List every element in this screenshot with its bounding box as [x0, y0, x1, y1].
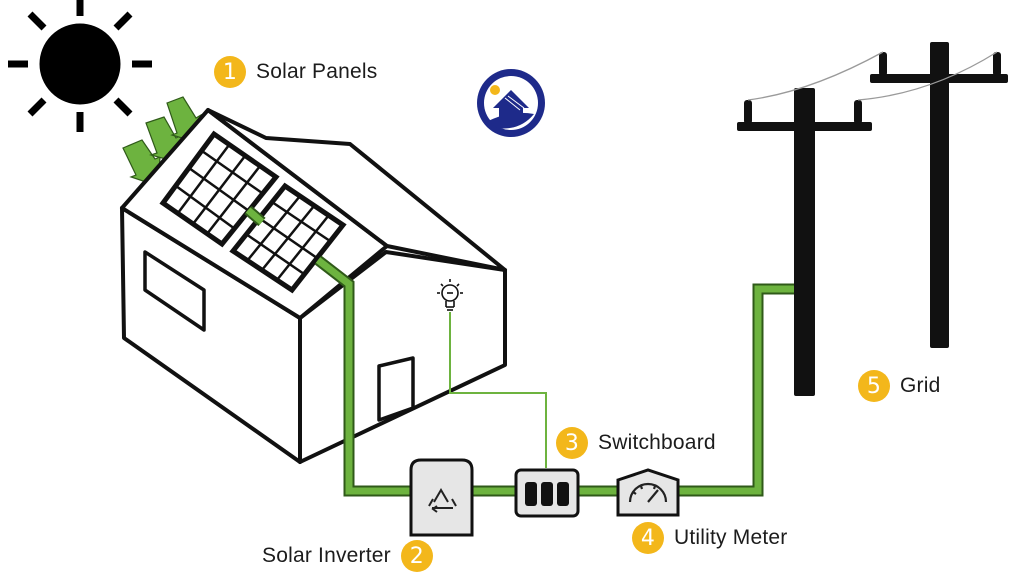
- label-text: Grid: [900, 374, 941, 397]
- solar-panel-array: [159, 130, 347, 294]
- lightbulb-icon: [437, 279, 463, 311]
- label-text: Solar Inverter: [262, 544, 391, 567]
- label-solar-panels: 1 Solar Panels: [214, 56, 377, 88]
- label-solar-inverter: Solar Inverter 2: [262, 540, 433, 572]
- utility-pole-back: [870, 42, 1008, 348]
- label-text: Utility Meter: [674, 526, 788, 549]
- label-text: Switchboard: [598, 431, 716, 454]
- solar-inverter: [409, 458, 474, 537]
- number-badge: 5: [858, 370, 890, 402]
- house-door: [377, 356, 415, 422]
- utility-meter: [616, 468, 680, 517]
- number-badge: 1: [214, 56, 246, 88]
- house-logo-icon: [477, 69, 545, 137]
- number-badge: 3: [556, 427, 588, 459]
- power-lines: [747, 51, 998, 101]
- label-text: Solar Panels: [256, 60, 378, 83]
- recycle-icon: [428, 488, 457, 513]
- number-badge: 4: [632, 522, 664, 554]
- gauge-icon: [628, 482, 668, 503]
- label-grid: 5 Grid: [858, 370, 940, 402]
- label-utility-meter: 4 Utility Meter: [632, 522, 787, 554]
- label-switchboard: 3 Switchboard: [556, 427, 716, 459]
- house-window: [143, 250, 206, 332]
- utility-pole-front: [737, 88, 872, 396]
- wiring: [244, 205, 796, 497]
- house-roof-right: [206, 108, 507, 272]
- lighting-circuit-wire: [449, 312, 547, 468]
- sun-icon: [8, 0, 152, 132]
- switchboard: [514, 468, 580, 518]
- number-badge: 2: [400, 540, 433, 572]
